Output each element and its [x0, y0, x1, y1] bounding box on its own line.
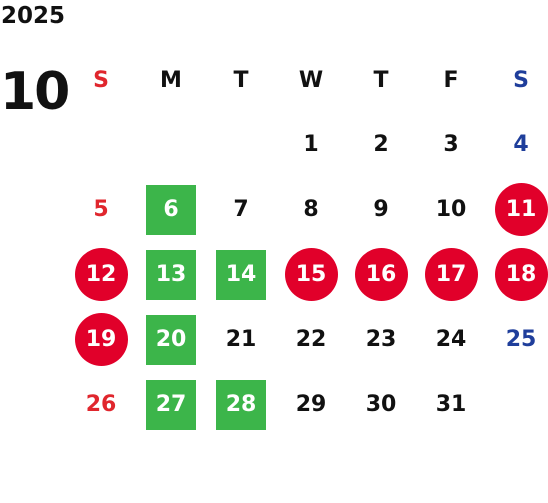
- day-cell[interactable]: 23: [346, 307, 416, 372]
- day-cell[interactable]: 5: [66, 177, 136, 242]
- empty-day-cell: [486, 372, 548, 437]
- highlighted-day-red: 19: [74, 313, 128, 366]
- highlighted-day-red: 17: [424, 248, 478, 301]
- day-cell[interactable]: 15: [276, 242, 346, 307]
- highlighted-day-green: 14: [216, 249, 266, 300]
- day-number: 31: [435, 392, 467, 417]
- day-cell[interactable]: 14: [206, 242, 276, 307]
- day-cell[interactable]: 22: [276, 307, 346, 372]
- day-cell[interactable]: 29: [276, 372, 346, 437]
- day-cell[interactable]: 2: [346, 112, 416, 177]
- empty-day-cell: [206, 112, 276, 177]
- day-cell[interactable]: 10: [416, 177, 486, 242]
- day-number: 23: [365, 327, 397, 352]
- highlighted-day-green: 6: [146, 184, 196, 235]
- highlighted-day-green: 20: [146, 314, 196, 365]
- day-number: 30: [365, 392, 397, 417]
- weekday-header-friday: F: [443, 67, 459, 93]
- weekday-header-tuesday: T: [233, 67, 249, 93]
- day-cell[interactable]: 6: [136, 177, 206, 242]
- day-number: 21: [225, 327, 257, 352]
- day-cell[interactable]: 19: [66, 307, 136, 372]
- highlighted-day-red: 12: [74, 248, 128, 301]
- day-number: 22: [295, 327, 327, 352]
- day-number: 1: [303, 132, 319, 157]
- day-cell[interactable]: 3: [416, 112, 486, 177]
- day-cell[interactable]: 31: [416, 372, 486, 437]
- day-number: 9: [373, 197, 389, 222]
- empty-day-cell: [136, 112, 206, 177]
- day-cell[interactable]: 9: [346, 177, 416, 242]
- month-number: 10: [0, 62, 70, 122]
- highlighted-day-red: 15: [284, 248, 338, 301]
- day-cell[interactable]: 11: [486, 177, 548, 242]
- day-cell[interactable]: 20: [136, 307, 206, 372]
- day-cell[interactable]: 26: [66, 372, 136, 437]
- day-number: 26: [85, 392, 117, 417]
- day-cell[interactable]: 27: [136, 372, 206, 437]
- day-cell[interactable]: 17: [416, 242, 486, 307]
- day-number: 7: [233, 197, 249, 222]
- weekday-header-wednesday: W: [298, 67, 324, 93]
- highlighted-day-red: 11: [494, 183, 548, 236]
- day-cell[interactable]: 25: [486, 307, 548, 372]
- day-cell[interactable]: 7: [206, 177, 276, 242]
- weekday-header-sunday: S: [93, 67, 109, 93]
- day-cell[interactable]: 4: [486, 112, 548, 177]
- day-cell[interactable]: 21: [206, 307, 276, 372]
- highlighted-day-green: 13: [146, 249, 196, 300]
- day-cell[interactable]: 30: [346, 372, 416, 437]
- day-cell[interactable]: 18: [486, 242, 548, 307]
- highlighted-day-green: 27: [146, 379, 196, 430]
- day-cell[interactable]: 1: [276, 112, 346, 177]
- day-number: 29: [295, 392, 327, 417]
- day-number: 3: [443, 132, 459, 157]
- day-cell[interactable]: 24: [416, 307, 486, 372]
- day-cell[interactable]: 13: [136, 242, 206, 307]
- day-number: 4: [513, 132, 529, 157]
- day-number: 24: [435, 327, 467, 352]
- year-label: 2025: [1, 3, 66, 29]
- day-number: 10: [435, 197, 467, 222]
- day-cell[interactable]: 16: [346, 242, 416, 307]
- day-cell[interactable]: 8: [276, 177, 346, 242]
- day-number: 2: [373, 132, 389, 157]
- weekday-header-saturday: S: [513, 67, 529, 93]
- weekday-header-monday: M: [160, 67, 182, 93]
- day-cell[interactable]: 12: [66, 242, 136, 307]
- day-number: 5: [93, 197, 109, 222]
- empty-day-cell: [66, 112, 136, 177]
- day-number: 8: [303, 197, 319, 222]
- weekday-header-thursday: T: [373, 67, 389, 93]
- day-cell[interactable]: 28: [206, 372, 276, 437]
- highlighted-day-red: 18: [494, 248, 548, 301]
- highlighted-day-red: 16: [354, 248, 408, 301]
- highlighted-day-green: 28: [216, 379, 266, 430]
- day-number: 25: [505, 327, 537, 352]
